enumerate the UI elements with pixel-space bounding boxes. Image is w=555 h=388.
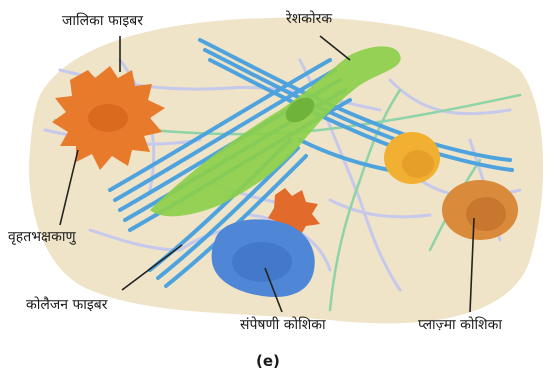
label-plasma-cell: प्लाज़्मा कोशिका bbox=[418, 318, 502, 332]
label-collagen-fiber: कोलैजन फाइबर bbox=[26, 298, 108, 312]
macrophage-nucleus bbox=[88, 104, 128, 132]
label-mast-cell: संपेषणी कोशिका bbox=[240, 318, 326, 332]
label-macrophage: वृहतभक्षकाणु bbox=[8, 230, 76, 244]
label-reticular-fiber: जालिका फाइबर bbox=[62, 14, 143, 28]
figure-caption: (e) bbox=[256, 354, 280, 369]
label-fibroblast: रेशकोरक bbox=[286, 12, 332, 26]
mast-cell-nucleus bbox=[232, 242, 292, 282]
